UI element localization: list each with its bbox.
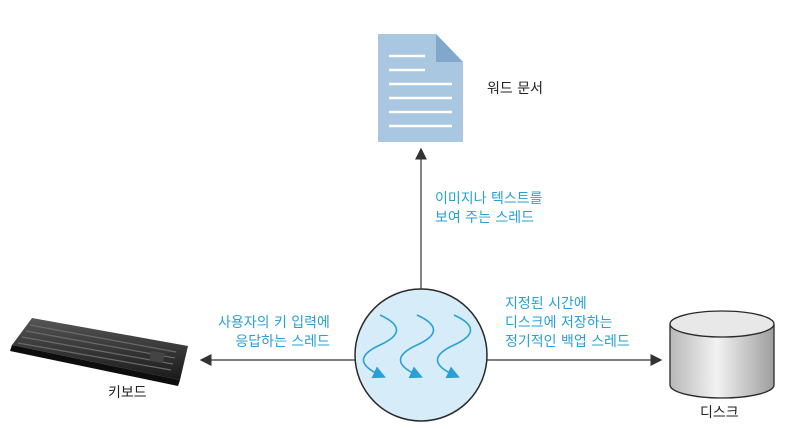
edge-label-document-line2: 보여 주는 스레드 <box>435 209 535 226</box>
disk-icon <box>669 310 775 399</box>
threads-icon <box>354 288 488 422</box>
document-icon <box>378 34 463 142</box>
edge-label-document: 이미지나 텍스트를 보여 주는 스레드 <box>435 190 543 228</box>
edge-label-disk-line1: 지정된 시간에 <box>505 296 587 312</box>
edge-label-disk-line2: 디스크에 저장하는 <box>505 314 613 331</box>
disk-label: 디스크 <box>700 405 739 421</box>
edge-label-disk-line3: 정기적인 백업 스레드 <box>505 333 630 350</box>
edge-label-keyboard-line2: 응답하는 스레드 <box>235 333 330 350</box>
keyboard-icon <box>10 318 188 386</box>
edge-label-disk: 지정된 시간에 디스크에 저장하는 정기적인 백업 스레드 <box>505 295 630 352</box>
keyboard-label: 키보드 <box>108 385 147 401</box>
document-label: 워드 문서 <box>487 81 543 97</box>
edge-label-document-line1: 이미지나 텍스트를 <box>435 191 543 207</box>
edge-label-keyboard: 사용자의 키 입력에 응답하는 스레드 <box>218 314 330 352</box>
edge-label-keyboard-line1: 사용자의 키 입력에 <box>218 315 330 331</box>
